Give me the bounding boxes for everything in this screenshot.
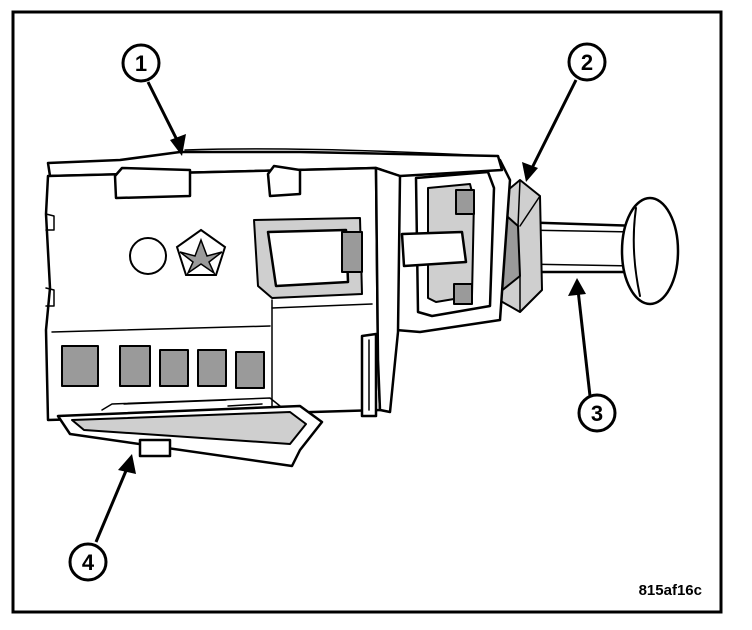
- arrowhead-4: [118, 454, 136, 474]
- leader-line-2: [529, 79, 578, 171]
- callout-1: 1: [121, 43, 161, 83]
- figure-code: 815af16c: [639, 582, 702, 599]
- connector-tray: [56, 397, 324, 468]
- pentastar-logo: [175, 228, 227, 276]
- callout-3-label: 3: [591, 401, 603, 426]
- arrowhead-3: [568, 278, 586, 296]
- callout-3: 3: [577, 393, 617, 433]
- callout-4: 4: [68, 542, 108, 582]
- switch-housing: [44, 148, 504, 422]
- plunger-disk: [620, 196, 680, 306]
- callout-1-label: 1: [135, 51, 147, 76]
- switch-assembly-illustration: [44, 148, 680, 468]
- figure-frame: [11, 10, 723, 614]
- callout-4-label: 4: [82, 550, 95, 575]
- callout-2-label: 2: [581, 50, 593, 75]
- leader-line-3: [576, 289, 592, 397]
- round-boss: [129, 237, 167, 275]
- terminal-windows: [61, 345, 265, 389]
- callout-2: 2: [567, 42, 607, 82]
- arrowhead-1: [170, 134, 186, 156]
- leader-line-1: [146, 81, 182, 147]
- leader-arrows: [94, 79, 592, 543]
- leader-line-4: [94, 465, 130, 543]
- arrowhead-2: [522, 162, 538, 182]
- retainer-cage: [394, 158, 512, 334]
